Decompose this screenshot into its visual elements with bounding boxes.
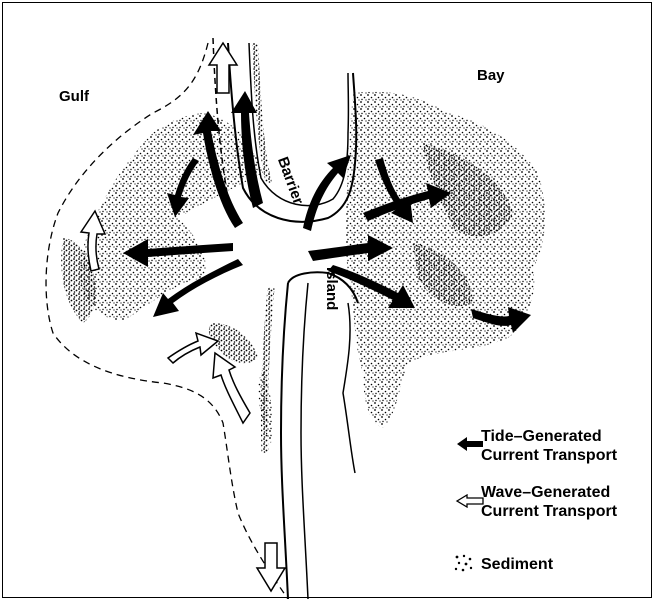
bay-sediment <box>346 92 545 428</box>
stipple-dots-icon <box>453 553 475 575</box>
barrier-island-south <box>264 272 358 599</box>
legend-wave-label: Wave–Generated Current Transport <box>481 483 617 521</box>
legend-sediment-label: Sediment <box>481 555 553 574</box>
gulf-label: Gulf <box>59 89 89 104</box>
legend-tide-label: Tide–Generated Current Transport <box>481 427 617 465</box>
island-label: Island <box>324 267 339 310</box>
bay-label: Bay <box>477 68 505 83</box>
